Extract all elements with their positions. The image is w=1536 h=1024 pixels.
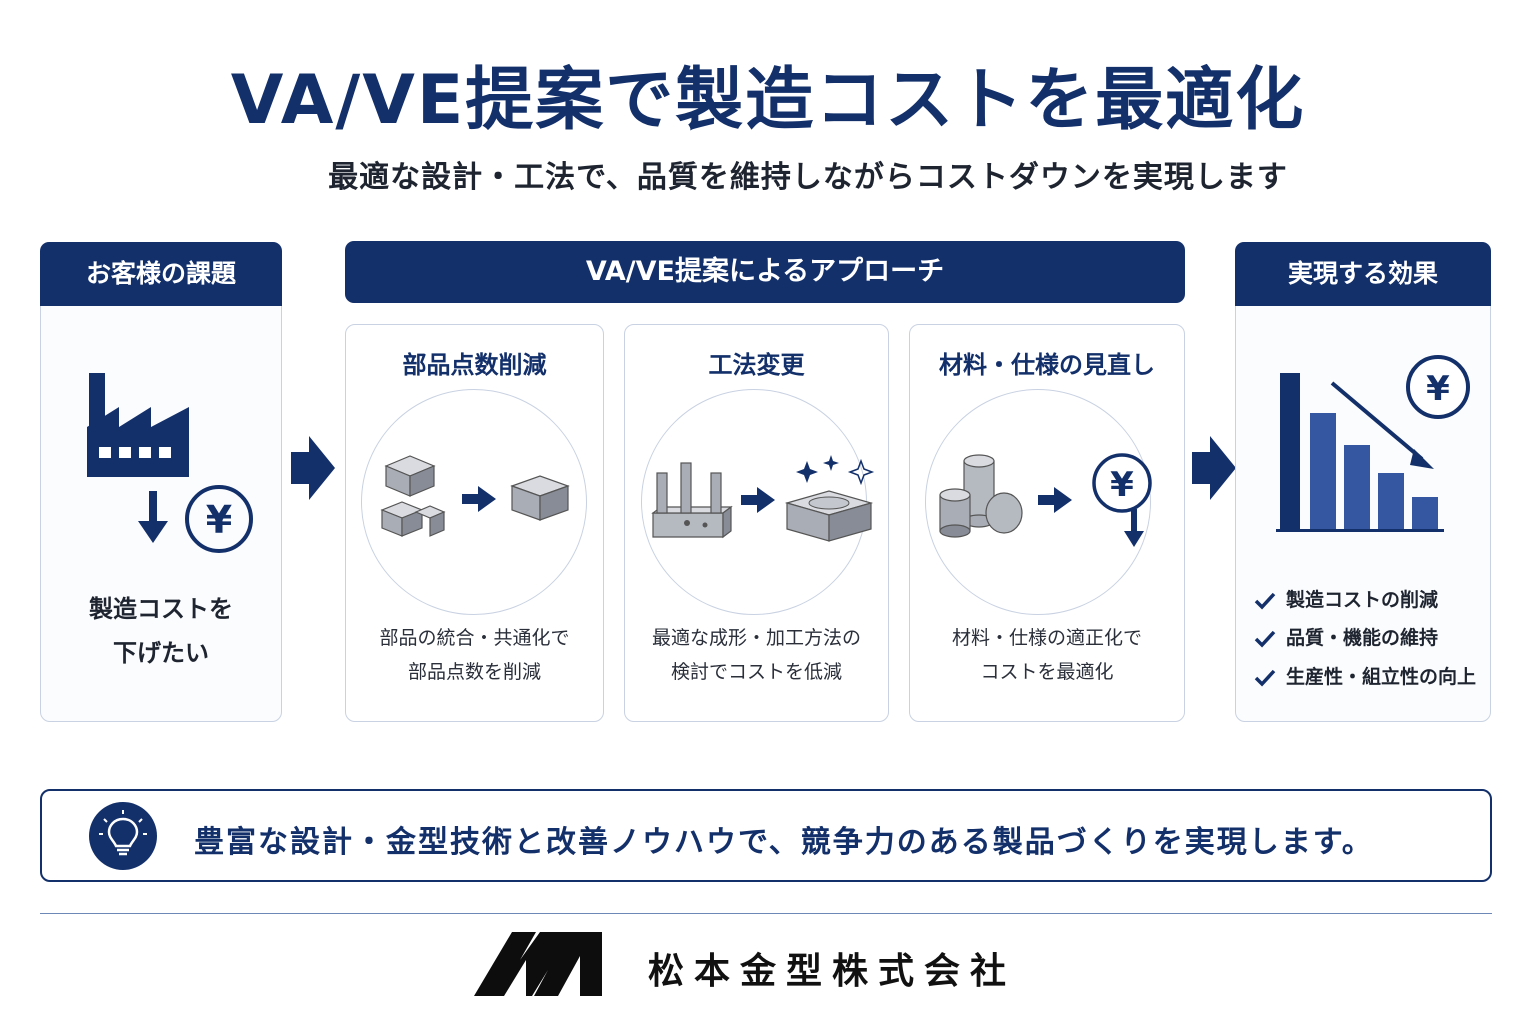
company-logo [474, 932, 602, 996]
factory-icon [87, 373, 189, 477]
benefit-item: 製造コストの削減 [1254, 585, 1438, 612]
card-desc-line2: 検討でコストを低減 [670, 661, 842, 683]
svg-text:¥: ¥ [1110, 465, 1134, 505]
card-desc-line2: 部品点数を削減 [407, 661, 541, 683]
benefit-item: 生産性・組立性の向上 [1254, 662, 1476, 689]
card-desc-line1: 部品の統合・共通化で [379, 627, 570, 649]
check-icon [1254, 669, 1276, 687]
lightbulb-icon [89, 802, 157, 870]
method-change-icon [651, 455, 875, 542]
flow-arrow-icon [291, 436, 335, 500]
page-title: VA/VE提案で製造コストを最適化 [230, 61, 1306, 140]
card-desc-line1: 材料・仕様の適正化で [951, 627, 1142, 649]
flow-arrow-icon [1192, 436, 1236, 500]
approach-card-method-change: 工法変更 最適な成形・加工方法の 検討でコストを低減 [624, 324, 889, 722]
check-icon [1254, 592, 1276, 610]
card-desc-line2: コストを最適化 [980, 661, 1114, 683]
material-review-icon: ¥ [939, 453, 1152, 547]
page-subtitle: 最適な設計・工法で、品質を維持しながらコストダウンを実現します [328, 160, 1288, 195]
card-title: 工法変更 [708, 351, 805, 379]
card-title: 材料・仕様の見直し [939, 351, 1155, 379]
effects-panel: 実現する効果 ¥ 製造コストの削減 品質・機能の維持 生産性・組立性の向上 [1235, 242, 1491, 722]
customer-issue-line2: 下げたい [113, 639, 209, 667]
customer-issue-line1: 製造コストを [89, 595, 233, 623]
yen-icon: ¥ [1406, 355, 1470, 419]
check-icon [1254, 630, 1276, 648]
benefit-label: 生産性・組立性の向上 [1286, 666, 1477, 688]
approach-card-material-review: 材料・仕様の見直し ¥ 材料・仕様の適正化で コストを最適化 [909, 324, 1185, 722]
svg-text:¥: ¥ [206, 498, 232, 542]
svg-text:¥: ¥ [1426, 369, 1450, 409]
card-desc-line1: 最適な成形・加工方法の [651, 627, 861, 649]
company-name: 松本金型株式会社 [648, 951, 1017, 992]
benefit-label: 品質・機能の維持 [1286, 627, 1439, 649]
banner-text: 豊富な設計・金型技術と改善ノウハウで、競争力のある製品づくりを実現します。 [194, 825, 1374, 860]
footer-divider [40, 913, 1492, 914]
benefit-label: 製造コストの削減 [1286, 589, 1439, 611]
benefit-item: 品質・機能の維持 [1254, 623, 1438, 650]
customer-issue-panel: お客様の課題 ¥ 製造コストを 下げたい [40, 242, 282, 722]
approach-card-parts-reduction: 部品点数削減 部品の統合・共通化で 部品点数を削減 [345, 324, 604, 722]
down-arrow-icon [138, 491, 168, 543]
summary-banner: 豊富な設計・金型技術と改善ノウハウで、競争力のある製品づくりを実現します。 [40, 789, 1492, 882]
card-title: 部品点数削減 [402, 351, 547, 379]
parts-consolidation-icon [380, 455, 570, 537]
approach-header: VA/VE提案によるアプローチ [345, 241, 1185, 303]
yen-icon: ¥ [185, 485, 253, 553]
declining-bar-chart-icon [1276, 373, 1444, 532]
effects-header: 実現する効果 [1235, 242, 1491, 306]
customer-issue-header: お客様の課題 [40, 242, 282, 306]
